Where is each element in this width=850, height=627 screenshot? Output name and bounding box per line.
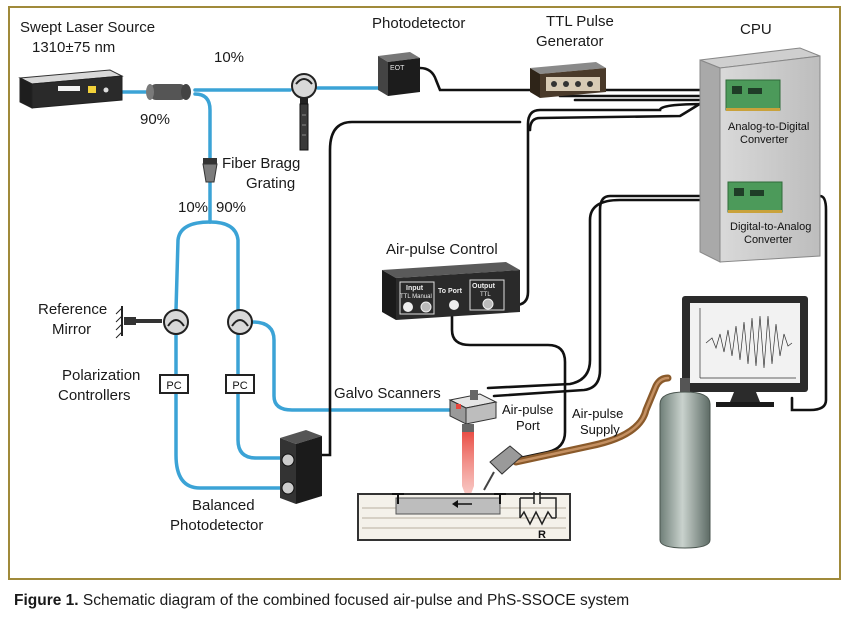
signal-cables bbox=[320, 66, 828, 460]
ref-mirror-line2-label: Mirror bbox=[52, 321, 91, 338]
balanced-photodetector bbox=[280, 430, 322, 504]
photodetector: EOT bbox=[378, 52, 420, 96]
control-ttl-label: TTL bbox=[480, 292, 491, 298]
galvo-scanner bbox=[448, 390, 498, 432]
photodetector-label: Photodetector bbox=[372, 15, 465, 32]
dac-line1-label: Digital-to-Analog bbox=[730, 221, 811, 233]
fbg-line1-label: Fiber Bragg bbox=[222, 155, 300, 172]
supply-line2-label: Supply bbox=[580, 422, 620, 437]
ttl-line2-label: Generator bbox=[536, 33, 604, 50]
control-to-port-label: To Port bbox=[438, 288, 463, 295]
pc-left-label: PC bbox=[166, 380, 181, 392]
balanced-line2-label: Photodetector bbox=[170, 517, 263, 534]
port-line1-label: Air-pulse bbox=[502, 402, 553, 417]
fiber-coupler bbox=[202, 158, 218, 183]
control-output-label: Output bbox=[472, 283, 496, 290]
polarization-controller-right: PC bbox=[225, 374, 255, 394]
eot-label: EOT bbox=[390, 65, 405, 72]
pol-line1-label: Polarization bbox=[62, 367, 140, 384]
ttl-line1-label: TTL Pulse bbox=[546, 13, 614, 30]
fiber-bragg-grating bbox=[299, 103, 309, 151]
input-knob-ttl[interactable] bbox=[403, 302, 413, 312]
sample-tank bbox=[357, 493, 571, 541]
laser-name-label: Swept Laser Source bbox=[20, 19, 155, 36]
airpulse-control-label: Air-pulse Control bbox=[386, 241, 498, 258]
fbg-line2-label: Grating bbox=[246, 175, 295, 192]
circulator-sample bbox=[227, 309, 253, 335]
split-90-mid-label: 90% bbox=[216, 199, 246, 216]
split-10-top-label: 10% bbox=[214, 49, 244, 66]
to-port-connector[interactable] bbox=[449, 300, 459, 310]
cpu-tower bbox=[699, 47, 821, 263]
swept-laser-source bbox=[18, 69, 124, 109]
ttl-pulse-generator bbox=[530, 62, 606, 98]
fiber-circulator-top bbox=[291, 73, 317, 106]
laser-beam bbox=[462, 432, 474, 502]
dac-board bbox=[727, 181, 783, 213]
balanced-line1-label: Balanced bbox=[192, 497, 255, 514]
laser-spec-label: 1310±75 nm bbox=[32, 39, 115, 56]
pc-right-label: PC bbox=[232, 380, 247, 392]
rc-circuit-symbol bbox=[519, 492, 557, 526]
galvo-label: Galvo Scanners bbox=[334, 385, 441, 402]
reference-mirror bbox=[115, 306, 162, 339]
caption-text: Schematic diagram of the combined focuse… bbox=[78, 592, 630, 609]
split-90-left-label: 90% bbox=[140, 111, 170, 128]
adc-line2-label: Converter bbox=[740, 134, 789, 146]
adc-board bbox=[725, 79, 781, 111]
sample-specimen bbox=[395, 497, 501, 515]
fiber-collimator bbox=[146, 84, 191, 100]
caption-prefix: Figure 1. bbox=[14, 592, 79, 609]
air-pulse-control-box: Input TTL Manual To Port Output TTL bbox=[382, 262, 520, 320]
port-line2-label: Port bbox=[516, 418, 540, 433]
air-pulse-port-nozzle bbox=[483, 445, 523, 491]
pol-line2-label: Controllers bbox=[58, 387, 131, 404]
split-10-mid-label: 10% bbox=[178, 199, 208, 216]
adc-line1-label: Analog-to-Digital bbox=[728, 121, 809, 133]
resistor-label: R bbox=[538, 529, 546, 541]
cpu-label: CPU bbox=[740, 21, 772, 38]
waveform-plot bbox=[699, 308, 796, 379]
control-ttl-manual-label: TTL Manual bbox=[400, 294, 432, 300]
circulator-reference bbox=[163, 309, 189, 335]
air-supply-cylinder bbox=[659, 378, 711, 549]
input-knob-manual[interactable] bbox=[420, 301, 432, 313]
output-connector[interactable] bbox=[482, 298, 494, 310]
polarization-controller-left: PC bbox=[159, 374, 189, 394]
control-input-label: Input bbox=[406, 285, 424, 292]
ref-mirror-line1-label: Reference bbox=[38, 301, 107, 318]
monitor bbox=[682, 296, 808, 407]
supply-line1-label: Air-pulse bbox=[572, 406, 623, 421]
figure-caption: Figure 1. Schematic diagram of the combi… bbox=[14, 592, 629, 610]
dac-line2-label: Converter bbox=[744, 234, 793, 246]
